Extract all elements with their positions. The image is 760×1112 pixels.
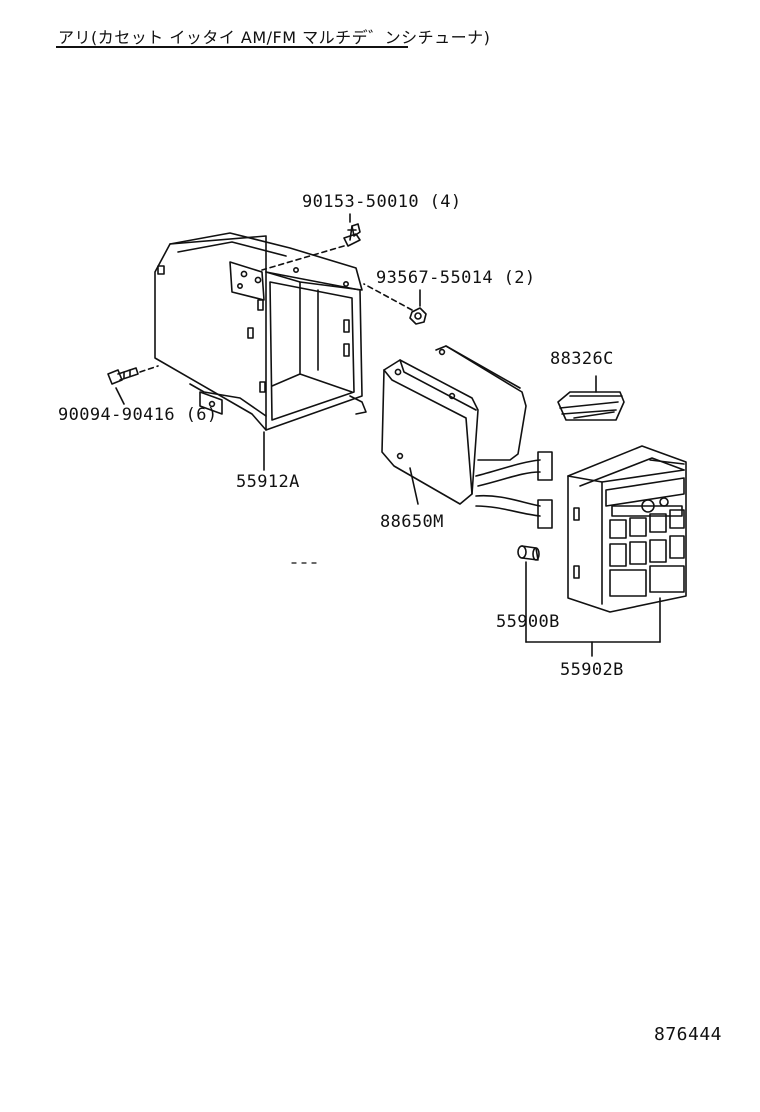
bolt-top-drawing [261,213,361,271]
mounting-bracket-drawing [154,232,367,471]
label-nut: 93567-55014 (2) [376,268,536,288]
knob-drawing [517,545,540,643]
label-cover: 88326C [550,349,614,369]
cover-drawing [557,375,625,421]
label-bracket: 55912A [236,472,300,492]
title-underline [56,46,408,48]
label-knob: 55900B [496,612,560,632]
label-receiver: 88650M [380,512,444,532]
label-bolt-left: 90094-90416 (6) [58,405,218,425]
front-panel-drawing [567,445,687,643]
document-number: 876444 [654,1024,723,1045]
label-assembly: 55902B [560,660,624,680]
bolt-left-drawing [107,365,159,405]
receiver-unit-drawing [381,345,553,529]
nut-drawing [363,283,427,325]
label-bolt-top: 90153-50010 (4) [302,192,462,212]
page-title: アリ(カセット イッタイ AM/FM マルチデ゛ンシチューナ) [58,28,491,47]
